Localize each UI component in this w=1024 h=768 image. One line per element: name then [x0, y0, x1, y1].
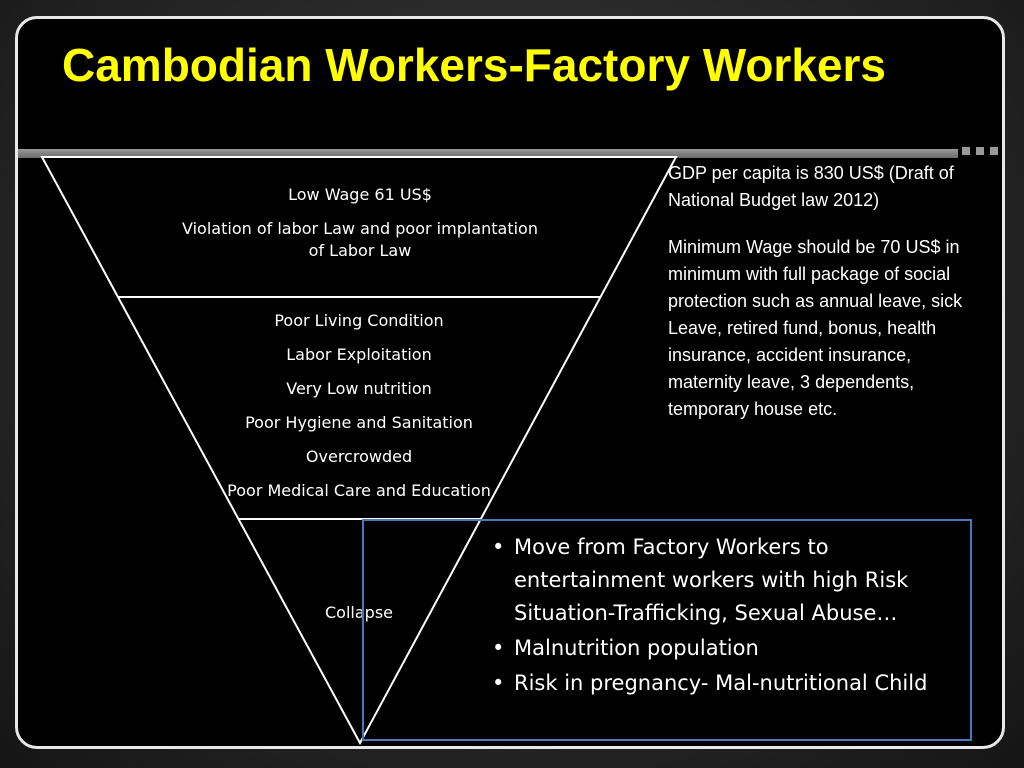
gdp-note: GDP per capita is 830 US$ (Draft of Nati… — [668, 163, 954, 210]
minimum-wage-note: Minimum Wage should be 70 US$ in minimum… — [668, 237, 963, 419]
tier-item: Poor Living Condition — [274, 311, 444, 330]
pyramid-tier-top: Low Wage 61 US$ Violation of labor Law a… — [180, 184, 540, 274]
list-item: Malnutrition population — [492, 632, 952, 665]
list-item: Risk in pregnancy- Mal-nutritional Child — [492, 667, 952, 700]
consequences-box: Move from Factory Workers to entertainme… — [362, 519, 972, 741]
tier-item: Overcrowded — [305, 447, 413, 466]
tier-item: Violation of labor Law and poor implanta… — [182, 219, 538, 260]
notes-panel: GDP per capita is 830 US$ (Draft of Nati… — [668, 160, 978, 443]
pyramid-tier-bottom: Collapse — [280, 602, 438, 636]
tier-item: Labor Exploitation — [286, 345, 432, 364]
list-item: Move from Factory Workers to entertainme… — [492, 531, 952, 630]
divider-dots — [962, 147, 1006, 157]
tier-item: Collapse — [325, 603, 393, 622]
pyramid-outline — [40, 156, 678, 746]
title-divider — [18, 149, 958, 158]
tier-item: Very Low nutrition — [286, 379, 432, 398]
slide-title: Cambodian Workers-Factory Workers — [62, 39, 886, 91]
pyramid-tier-middle: Poor Living Condition Labor Exploitation… — [200, 310, 518, 514]
tier-item: Poor Hygiene and Sanitation — [245, 413, 473, 432]
consequences-list: Move from Factory Workers to entertainme… — [492, 531, 952, 702]
tier-item: Low Wage 61 US$ — [288, 185, 432, 204]
tier-item: Poor Medical Care and Education — [227, 481, 491, 500]
